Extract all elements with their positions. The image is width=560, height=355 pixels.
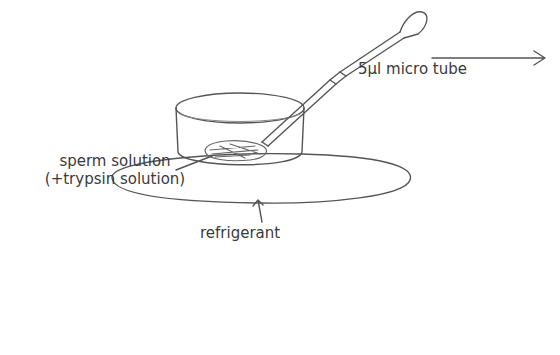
sperm-blob xyxy=(205,141,266,161)
pipette-tip xyxy=(262,142,268,146)
dish-inner-rim xyxy=(180,114,300,122)
part-label: 5µl micro tube xyxy=(358,60,508,78)
pipette xyxy=(262,32,404,146)
dish-rim xyxy=(176,93,304,123)
part-label: sperm solution (+trypsin solution) xyxy=(40,152,190,188)
pipette-bulb xyxy=(400,12,427,38)
part-label: refrigerant xyxy=(200,224,330,242)
leader-line xyxy=(253,200,263,222)
leader-line xyxy=(176,156,212,170)
pipette-mark xyxy=(330,72,346,84)
dish-wall xyxy=(176,108,304,165)
